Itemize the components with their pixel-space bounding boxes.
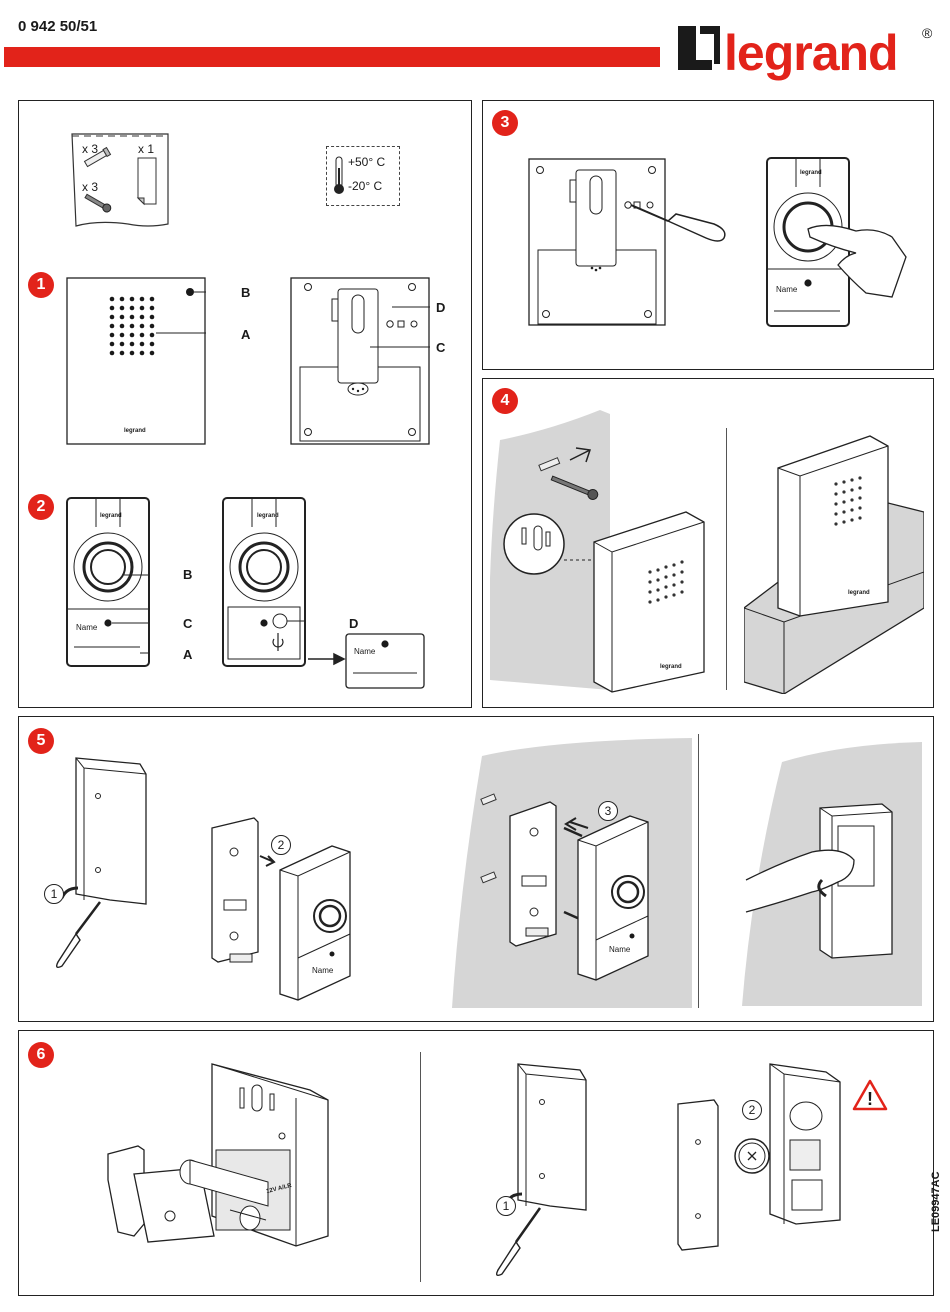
temperature-range-box [326,146,400,206]
label-d: D [436,300,446,315]
push-button-brand: legrand [800,170,822,176]
chime-back-view [290,277,430,445]
push-button-press-illustration [766,157,907,327]
callout-2: 2 [742,1100,762,1120]
qty-name-card: x 1 [138,142,155,156]
registered-mark: ® [922,25,933,41]
name-card-illustration [345,633,425,689]
chime-brand-mark: legrand [124,428,146,434]
label-d: D [349,616,359,631]
step-4-divider [726,428,727,690]
label-c: C [436,340,446,355]
callout-1: 1 [496,1196,516,1216]
shelf-placement-illustration [744,435,924,694]
qty-wall-plug: x 3 [82,142,99,156]
open-button-screwdriver [55,757,147,969]
button-wall-fixing [452,738,692,1008]
legrand-logo: legrand ® [678,25,933,81]
header-red-bar [4,47,660,67]
coin-battery-replacement [677,1063,841,1251]
panel-step-5 [18,716,934,1022]
panel-step-3 [482,100,934,370]
logo-wordmark: legrand [724,25,898,81]
name-card-label: Name [354,647,376,656]
panel-step-4 [482,378,934,708]
panel-steps-1-2 [18,100,472,708]
step-1-badge: 1 [28,272,54,298]
package-contents-illustration [71,133,169,227]
chime-brand-mark: legrand [660,664,682,670]
temp-min: -20° C [348,179,383,193]
label-c: C [183,616,193,631]
button-name-label: Name [609,945,631,954]
document-reference: LE09947AC [930,1171,942,1232]
thermometer-icon [334,156,344,194]
chime-back-screwdriver [528,158,726,326]
callout-3: 3 [598,801,618,821]
panel-step-6 [18,1030,934,1296]
step-5-badge: 5 [28,728,54,754]
step-5-divider [698,734,699,1008]
label-b: B [241,285,251,300]
step-2-badge: 2 [28,494,54,520]
product-reference: 0 942 50/51 [18,18,98,35]
chime-battery-illustration [107,1063,329,1247]
label-a: A [183,647,193,662]
button-plate-separation [211,817,351,1001]
warning-mark: ! [867,1089,873,1109]
push-button-name-label: Name [76,623,98,632]
push-button-brand: legrand [257,513,279,519]
name-card-insert [742,742,922,1006]
push-button-name-label: Name [776,285,798,294]
step-4-badge: 4 [492,388,518,414]
label-b: B [183,567,193,582]
button-name-label: Name [312,966,334,975]
label-a: A [241,327,251,342]
step-6-divider [420,1052,421,1282]
callout-2: 2 [271,835,291,855]
warning-icon: ! [852,1079,888,1111]
open-chime-screwdriver [495,1063,587,1277]
wall-mount-illustration [490,410,705,693]
callout-1: 1 [44,884,64,904]
step-3-badge: 3 [492,110,518,136]
arrow-right-icon [308,652,346,666]
step-6-badge: 6 [28,1042,54,1068]
chime-brand-mark: legrand [848,590,870,596]
chime-front-view [66,277,206,445]
push-button-open-view [222,497,306,667]
temp-max: +50° C [348,155,386,169]
push-button-brand: legrand [100,513,122,519]
push-button-front [66,497,150,667]
qty-screw: x 3 [82,180,99,194]
